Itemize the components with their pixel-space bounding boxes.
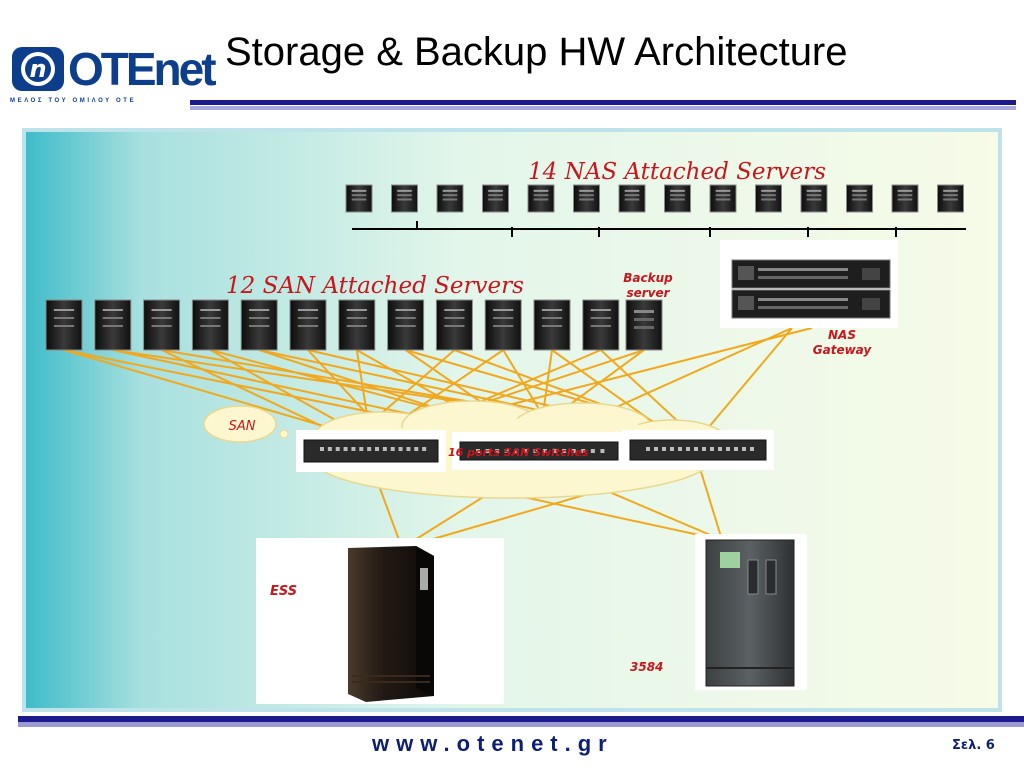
nas-server — [573, 184, 600, 213]
page-number: Σελ. 6 — [952, 738, 995, 753]
otenet-logo-icon: n — [12, 47, 64, 91]
nas-server — [664, 184, 691, 213]
san-switch — [452, 432, 626, 470]
architecture-diagram-svg: 14 NAS Attached Servers 12 SAN Attached … — [26, 132, 998, 708]
footer-rule — [18, 716, 1024, 722]
san-server — [387, 299, 425, 351]
san-link — [697, 461, 723, 541]
san-callout — [203, 405, 289, 443]
san-server — [143, 299, 181, 351]
logo-text: OTEnet — [68, 43, 217, 95]
san-switches-label: 16 ports SAN Switches — [448, 446, 589, 459]
backup-server-label-2: server — [626, 286, 670, 300]
nas-server — [436, 184, 464, 213]
title-rule — [190, 100, 1016, 105]
san-server — [435, 299, 473, 351]
nas-server — [482, 184, 509, 213]
san-server — [191, 299, 229, 351]
san-attached-servers — [45, 299, 620, 351]
nas-network-bus — [352, 221, 966, 237]
nas-servers-label: 14 NAS Attached Servers — [528, 159, 826, 185]
tape-library-label: 3584 — [630, 660, 663, 674]
title-rule-light — [190, 106, 1016, 110]
footer-url: www.otenet.gr — [372, 731, 614, 756]
nas-gateway-label-2: Gateway — [813, 343, 873, 357]
san-servers-label: 12 SAN Attached Servers — [226, 273, 524, 299]
san-cloud-label: SAN — [229, 419, 256, 434]
san-link — [161, 349, 352, 441]
san-server — [45, 299, 83, 351]
nas-server — [755, 184, 782, 213]
nas-server — [891, 184, 919, 213]
nas-server — [937, 184, 964, 213]
san-switch — [622, 430, 774, 470]
san-switch — [296, 430, 446, 472]
logo-tagline: ΜΕΛΟΣ ΤΟΥ ΟΜΙΛΟΥ ΟΤΕ — [10, 98, 137, 104]
nas-gateway-label: NAS — [828, 328, 856, 342]
san-switches — [296, 430, 774, 472]
nas-server — [709, 184, 737, 213]
san-server — [484, 299, 522, 351]
nas-server — [391, 184, 418, 213]
san-link — [697, 327, 793, 441]
nas-server — [527, 184, 555, 213]
page-title: Storage & Backup HW Architecture — [225, 30, 848, 74]
otenet-logo: n OTEnet ΜΕΛΟΣ ΤΟΥ ΟΜΙΛΟΥ ΟΤΕ — [10, 42, 217, 112]
architecture-diagram: 14 NAS Attached Servers 12 SAN Attached … — [22, 128, 1002, 712]
nas-server — [846, 184, 873, 213]
san-server — [338, 299, 376, 351]
ess-storage — [256, 538, 504, 704]
nas-server — [345, 184, 373, 213]
ess-label: ESS — [270, 584, 297, 599]
footer-rule-light — [18, 722, 1024, 727]
san-server — [240, 299, 278, 351]
san-server — [289, 299, 327, 351]
tape-library — [695, 534, 807, 690]
san-server — [94, 299, 132, 351]
san-server — [533, 299, 571, 351]
nas-server — [618, 184, 646, 213]
backup-server — [625, 299, 663, 351]
backup-server-label: Backup — [623, 271, 673, 285]
svg-text:n: n — [29, 55, 46, 83]
san-server — [582, 299, 620, 351]
nas-gateway — [720, 240, 898, 328]
nas-attached-servers — [345, 184, 964, 213]
nas-server — [800, 184, 828, 213]
